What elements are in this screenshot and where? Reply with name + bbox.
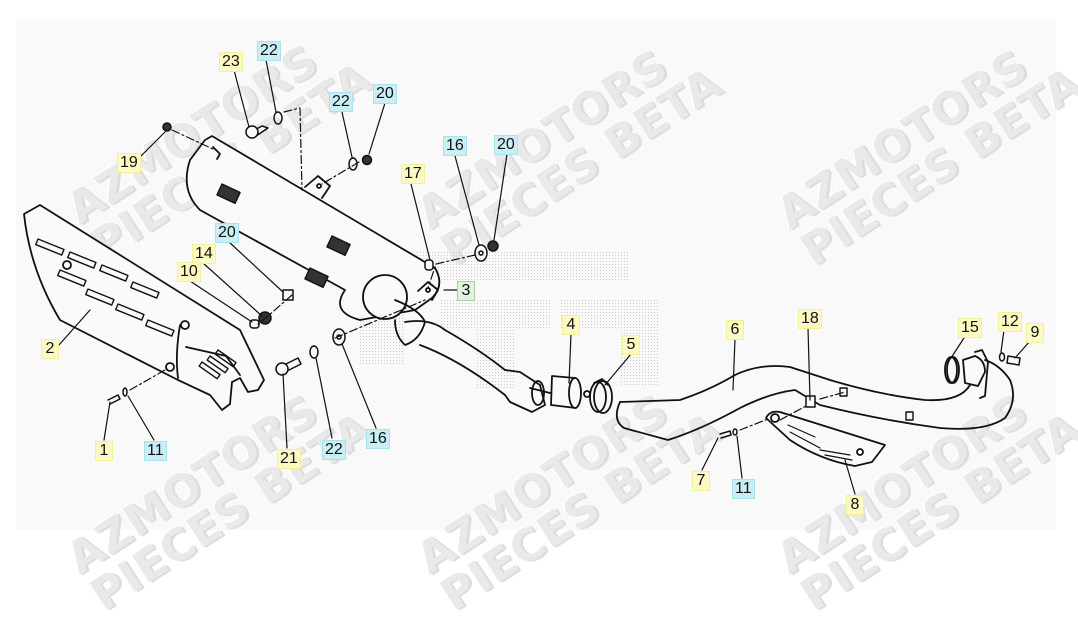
callout-22[interactable]: 22 xyxy=(257,41,281,61)
callout-19[interactable]: 19 xyxy=(117,153,141,173)
fasteners xyxy=(107,111,1021,439)
callout-22[interactable]: 22 xyxy=(322,440,346,460)
mounting-bracket[interactable] xyxy=(765,410,886,467)
callout-20[interactable]: 20 xyxy=(215,223,239,243)
exhaust-flange[interactable] xyxy=(944,349,989,399)
callout-21[interactable]: 21 xyxy=(277,449,301,469)
callout-10[interactable]: 10 xyxy=(177,262,201,282)
callout-20[interactable]: 20 xyxy=(494,135,518,155)
assembly-lines xyxy=(129,107,846,431)
silencer-body[interactable] xyxy=(185,135,506,396)
callout-6[interactable]: 6 xyxy=(726,320,744,340)
callout-20[interactable]: 20 xyxy=(373,84,397,104)
hose-clamp[interactable] xyxy=(583,378,613,414)
callout-12[interactable]: 12 xyxy=(998,312,1022,332)
heat-shield-guard[interactable] xyxy=(23,204,265,411)
exhaust-exploded-view xyxy=(23,59,1031,495)
callout-14[interactable]: 14 xyxy=(192,244,216,264)
callout-9[interactable]: 9 xyxy=(1026,323,1044,343)
callout-7[interactable]: 7 xyxy=(692,471,710,491)
callout-17[interactable]: 17 xyxy=(401,164,425,184)
callout-16[interactable]: 16 xyxy=(366,429,390,449)
callout-4[interactable]: 4 xyxy=(562,315,580,335)
callout-15[interactable]: 15 xyxy=(958,318,982,338)
callout-8[interactable]: 8 xyxy=(846,495,864,515)
callout-11[interactable]: 11 xyxy=(144,441,167,461)
callout-16[interactable]: 16 xyxy=(443,136,467,156)
tail-pipe[interactable] xyxy=(504,369,551,413)
callout-1[interactable]: 1 xyxy=(95,441,113,461)
leader-lines xyxy=(58,59,1031,495)
coupling-sleeve[interactable] xyxy=(550,375,582,409)
callout-5[interactable]: 5 xyxy=(622,335,640,355)
callout-2[interactable]: 2 xyxy=(41,339,59,359)
callout-18[interactable]: 18 xyxy=(798,309,822,329)
callout-23[interactable]: 23 xyxy=(219,52,243,72)
callout-22[interactable]: 22 xyxy=(329,92,353,112)
callout-11[interactable]: 11 xyxy=(732,479,755,499)
callout-3[interactable]: 3 xyxy=(457,281,475,301)
dotted-logo xyxy=(360,250,660,390)
